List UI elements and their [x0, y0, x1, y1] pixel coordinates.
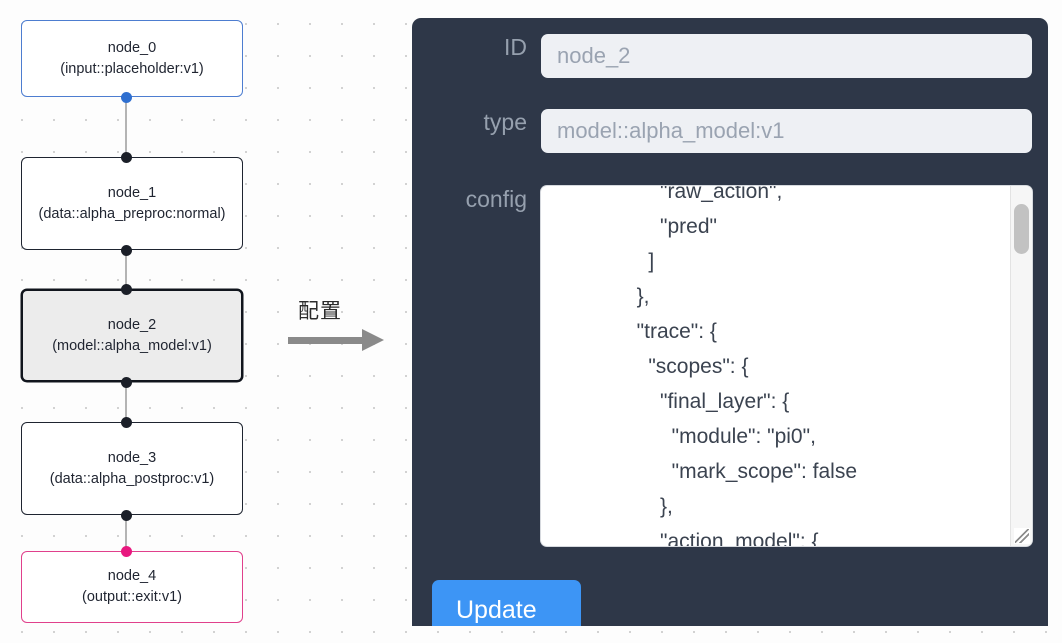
type-input[interactable]: model::alpha_model:v1 [541, 109, 1032, 153]
handle-source-node_1[interactable] [120, 244, 132, 256]
field-row-config: config "raw_action", "pred" ] }, "trace"… [426, 186, 1032, 546]
handle-source-node_3[interactable] [120, 509, 132, 521]
handle-target-node_3[interactable] [120, 416, 132, 428]
graph-node-node_2[interactable]: node_2(model::alpha_model:v1) [21, 289, 243, 382]
edge-node_3-to-node_4[interactable] [125, 515, 127, 551]
graph-node-node_4[interactable]: node_4(output::exit:v1) [21, 551, 243, 623]
graph-node-node_1[interactable]: node_1(data::alpha_preproc:normal) [21, 157, 243, 250]
handle-source-node_2[interactable] [120, 376, 132, 388]
handle-source-node_0[interactable] [120, 91, 132, 103]
arrow-caption-label: 配置 [298, 299, 342, 323]
id-field-label: ID [504, 34, 527, 60]
config-textarea-wrapper: "raw_action", "pred" ] }, "trace": { "sc… [541, 186, 1032, 546]
update-button[interactable]: Update [432, 580, 581, 626]
graph-node-label: node_0(input::placeholder:v1) [60, 39, 204, 77]
graph-node-label: node_3(data::alpha_postproc:v1) [49, 449, 215, 487]
field-row-id: ID node_2 [426, 34, 1032, 78]
id-input[interactable]: node_2 [541, 34, 1032, 78]
handle-target-node_2[interactable] [120, 283, 132, 295]
field-row-type: type model::alpha_model:v1 [426, 109, 1032, 153]
graph-node-label: node_2(model::alpha_model:v1) [52, 316, 212, 354]
edge-node_1-to-node_2[interactable] [125, 250, 127, 289]
edge-node_0-to-node_1[interactable] [125, 97, 127, 157]
type-field-label: type [483, 109, 527, 135]
vertical-scrollbar[interactable] [1010, 186, 1032, 546]
node-inspector-panel: ID node_2 type model::alpha_model:v1 con… [412, 18, 1048, 626]
resize-handle-icon[interactable] [1014, 528, 1030, 544]
arrow-right-icon-shaft [288, 337, 364, 344]
handle-target-node_4[interactable] [120, 545, 132, 557]
config-textarea[interactable]: "raw_action", "pred" ] }, "trace": { "sc… [636, 186, 857, 546]
handle-target-node_1[interactable] [120, 151, 132, 163]
arrow-right-icon-head [362, 329, 384, 351]
flow-graph-canvas[interactable]: node_0(input::placeholder:v1)node_1(data… [0, 0, 396, 643]
graph-node-label: node_4(output::exit:v1) [82, 568, 182, 605]
scrollbar-thumb[interactable] [1014, 204, 1029, 254]
graph-node-node_0[interactable]: node_0(input::placeholder:v1) [21, 20, 243, 97]
config-field-label: config [465, 186, 527, 212]
config-arrow-annotation: 配置 [288, 295, 394, 361]
graph-node-label: node_1(data::alpha_preproc:normal) [38, 184, 226, 222]
edge-node_2-to-node_3[interactable] [125, 382, 127, 422]
graph-node-node_3[interactable]: node_3(data::alpha_postproc:v1) [21, 422, 243, 515]
